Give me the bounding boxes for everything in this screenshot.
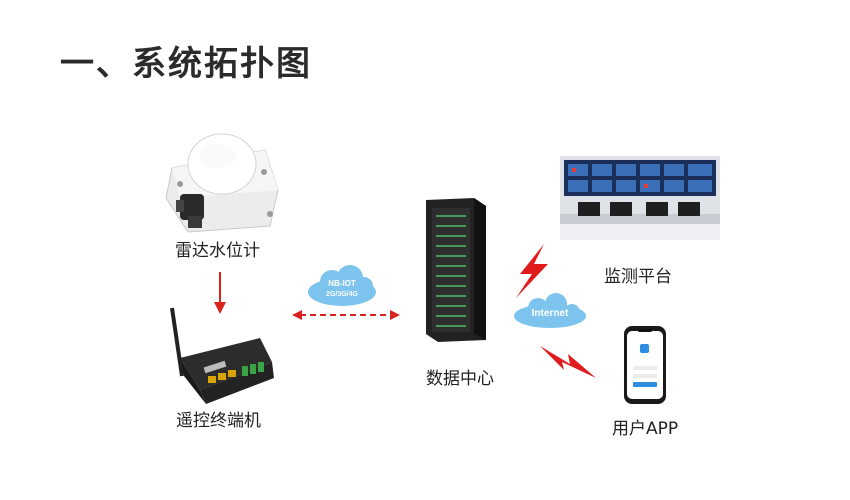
wireless-link-arrow bbox=[292, 310, 400, 320]
wireless-line1-text: NB-IOT bbox=[328, 279, 356, 288]
radar-to-rtu-arrow bbox=[214, 272, 226, 314]
radar-device-image bbox=[165, 133, 279, 233]
monitoring-room-image bbox=[560, 156, 720, 240]
wireless-line2-text: 2G/3G/4G bbox=[326, 291, 358, 298]
lightning-bolt-icon-upper bbox=[516, 244, 548, 298]
lightning-bolt-icon-lower bbox=[540, 346, 596, 378]
server-rack-image bbox=[426, 198, 486, 342]
monitor-label: 监测平台 bbox=[604, 267, 672, 287]
datacenter-label: 数据中心 bbox=[426, 369, 494, 389]
app-label: 用户APP bbox=[612, 419, 679, 439]
rtu-label: 遥控终端机 bbox=[176, 411, 261, 431]
rtu-device-image bbox=[170, 307, 274, 404]
wireless-network-cloud: NB-IOT 2G/3G/4G bbox=[308, 265, 376, 306]
smartphone-image bbox=[624, 326, 666, 404]
internet-cloud: Internet bbox=[514, 293, 586, 328]
radar-label: 雷达水位计 bbox=[175, 241, 260, 261]
internet-text: Internet bbox=[532, 308, 569, 319]
page-title: 一、系统拓扑图 bbox=[60, 44, 312, 84]
